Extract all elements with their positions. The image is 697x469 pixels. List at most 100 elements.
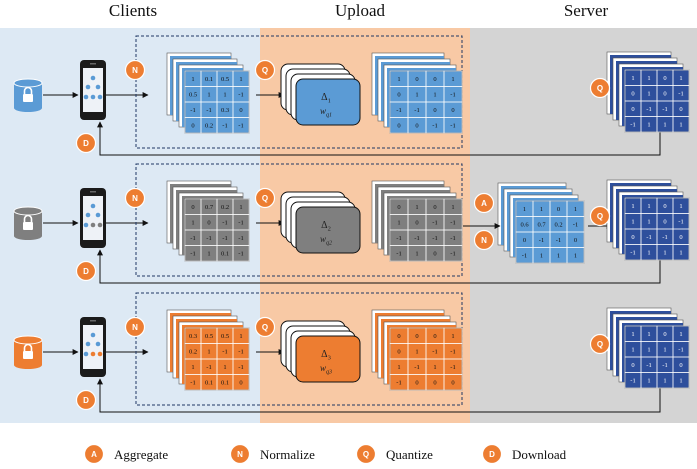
client-database-2-bottom <box>14 232 42 240</box>
server-aggregated-matrix-value: 1 <box>574 253 577 260</box>
quantized-matrix-value: 0 <box>415 123 418 130</box>
normalized-matrix-value: 0.5 <box>221 333 229 340</box>
quantized-matrix-value: 1 <box>451 76 454 83</box>
quantize-badge <box>254 316 276 338</box>
client-phone-1-screen <box>83 68 103 112</box>
normalized-matrix-value: -1 <box>238 92 243 99</box>
server-quantized-matrix-1-value: 1 <box>663 122 666 129</box>
quantized-matrix-value: 0 <box>433 380 436 387</box>
client-phone-2 <box>80 188 106 248</box>
normalized-matrix-value: -1 <box>222 123 227 130</box>
server-quantized-matrix-3-value: -1 <box>646 362 651 369</box>
quantized-matrix-value: 0 <box>415 380 418 387</box>
legend-badge-letter: A <box>91 450 97 459</box>
quantized-matrix-value: 0 <box>397 204 400 211</box>
client-phone-2-screen <box>83 196 103 240</box>
server-quantized-matrix-1-value: 1 <box>647 91 650 98</box>
normalized-matrix-value: 0.5 <box>221 76 229 83</box>
quantized-matrix-value: -1 <box>450 364 455 371</box>
quantized-matrix-value: 1 <box>433 92 436 99</box>
quantized-matrix-value: 1 <box>451 333 454 340</box>
server-aggregated-matrix-value: 1 <box>540 253 543 260</box>
quantized-matrix-value: -1 <box>414 235 419 242</box>
normalized-matrix-value: 0.2 <box>189 349 197 356</box>
delta-symbol: Δ <box>321 92 328 103</box>
server-quantized-matrix-2-value: 0 <box>663 219 666 226</box>
quantized-matrix-value: -1 <box>450 220 455 227</box>
clients-column-title: Clients <box>109 1 157 20</box>
quantized-matrix-value: 1 <box>397 364 400 371</box>
aggregate-badge-letter: A <box>481 199 487 208</box>
client-phone-3-node <box>95 341 101 347</box>
normalized-matrix-value: -1 <box>190 235 195 242</box>
server-aggregated-matrix-value: 0.2 <box>554 222 562 229</box>
legend-badge <box>481 443 503 465</box>
delta-label: Δ2 <box>321 220 331 233</box>
quantized-matrix-value: 0 <box>397 123 400 130</box>
quantize-badge-letter: Q <box>262 66 268 75</box>
quantized-matrix-value: 0 <box>433 107 436 114</box>
server-quantized-matrix-1-value: 0 <box>631 106 634 113</box>
server-aggregated-matrix-value: 1 <box>574 206 577 213</box>
server-aggregated-matrix-value: 1 <box>523 206 526 213</box>
server-quantize-badge <box>589 205 611 227</box>
w-subscript: q3 <box>326 370 332 376</box>
server-aggregated-matrix-cell <box>566 247 585 264</box>
legend-label: Normalize <box>260 447 315 462</box>
server-quantized-matrix-3-value: 1 <box>647 378 650 385</box>
normalized-matrix-value: 0 <box>239 380 242 387</box>
normalized-matrix-value: 1 <box>223 364 226 371</box>
legend-badge <box>355 443 377 465</box>
quantized-matrix-value: 1 <box>415 251 418 258</box>
client-database-3-lock-body <box>23 351 33 359</box>
legend-label: Download <box>512 447 567 462</box>
client-phone-2-node <box>90 203 96 209</box>
quantized-matrix-value: 0 <box>397 92 400 99</box>
server-quantized-matrix-3-value: 0 <box>631 362 634 369</box>
w-symbol: w <box>320 106 326 116</box>
server-quantized-matrix-1-value: -1 <box>678 91 683 98</box>
legend-item-aggregate: A Aggregate <box>83 443 168 465</box>
delta-subscript: 3 <box>328 355 331 362</box>
quantized-matrix-cell <box>443 117 463 134</box>
quantized-matrix-value: -1 <box>414 107 419 114</box>
quantized-matrix-cell <box>443 374 463 391</box>
server-column-title: Server <box>564 1 609 20</box>
server-quantized-matrix-1-value: 0 <box>679 106 682 113</box>
client-database-2-top <box>13 206 43 216</box>
download-return-line <box>97 241 661 284</box>
client-database-1-lock-shackle <box>23 86 33 94</box>
quantized-matrix-value: 1 <box>397 220 400 227</box>
server-quantized-matrix-2-value: 1 <box>647 203 650 210</box>
client-database-2-lock-body <box>23 222 33 230</box>
delta-subscript: 1 <box>328 98 331 105</box>
client-phone-2-node <box>90 222 96 228</box>
delta-label: Δ1 <box>321 92 331 105</box>
quantized-matrix-value: 0 <box>451 380 454 387</box>
quantized-matrix-value: 1 <box>415 204 418 211</box>
quantized-matrix-value: -1 <box>396 107 401 114</box>
quantized-matrix-value: 1 <box>397 76 400 83</box>
server-quantized-matrix-2-value: 1 <box>631 219 634 226</box>
client-phone-3 <box>80 317 106 377</box>
normalized-matrix-value: 1 <box>191 364 194 371</box>
quantized-matrix-value: 1 <box>415 349 418 356</box>
normalized-matrix-value: -1 <box>238 123 243 130</box>
client-phone-1-node <box>97 94 103 100</box>
weight-card-front <box>295 335 361 383</box>
server-quantized-matrix-2-value: 1 <box>631 203 634 210</box>
client-phone-1-node <box>85 84 91 90</box>
legend-label: Aggregate <box>114 447 168 462</box>
server-aggregated-matrix-value: 0 <box>523 237 526 244</box>
quantized-matrix-value: -1 <box>396 380 401 387</box>
server-quantized-matrix-3-value: 1 <box>663 378 666 385</box>
client-database-2 <box>13 206 43 240</box>
